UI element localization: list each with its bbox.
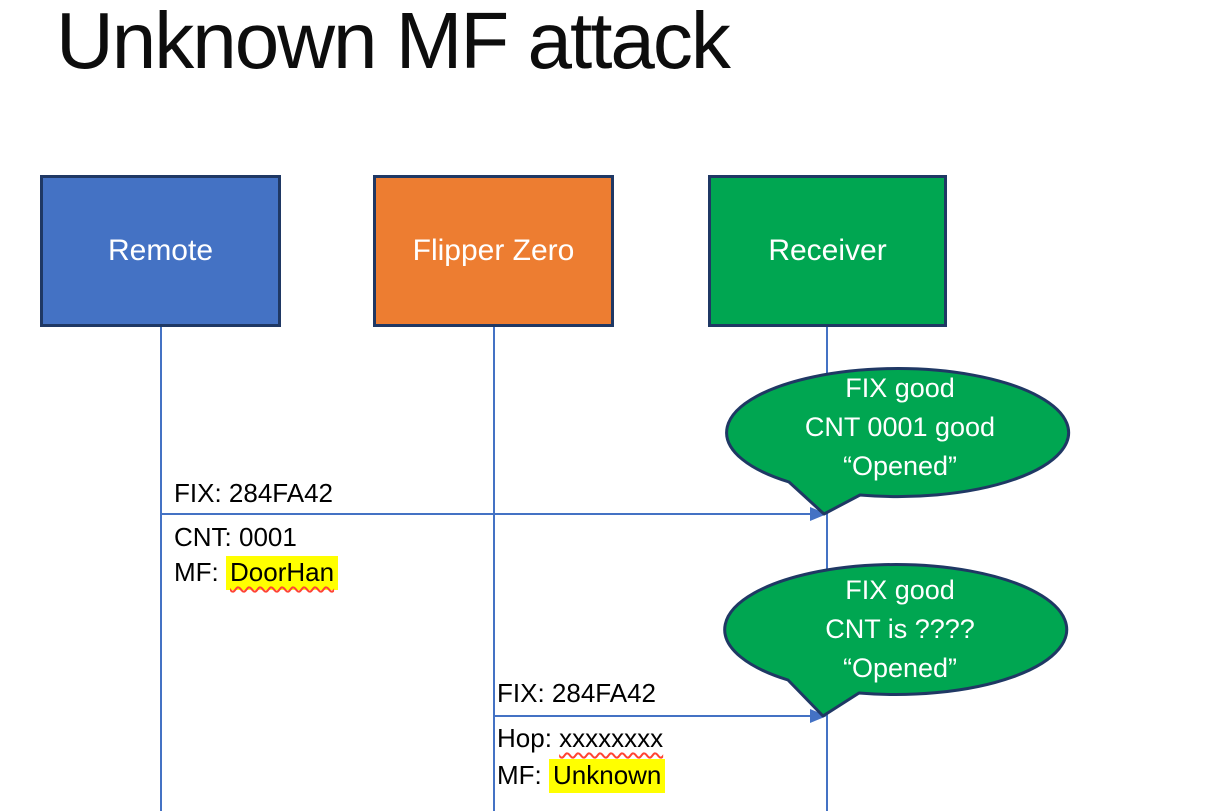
field-prefix: FIX: — [497, 678, 552, 708]
message1-line-cnt: CNT: 0001 — [174, 521, 297, 553]
field-value-highlighted: DoorHan — [226, 556, 339, 590]
message2-line-fix: FIX: 284FA42 — [497, 677, 656, 709]
actor-label-remote: Remote — [107, 234, 214, 267]
actor-box-remote: Remote — [40, 175, 281, 327]
lifeline-remote — [160, 327, 162, 811]
field-value: xxxxxxxx — [559, 723, 664, 753]
callout-line: “Opened” — [842, 451, 958, 481]
message2-line-mf: MF: Unknown — [497, 759, 666, 793]
callout-line: CNT is ???? — [825, 614, 975, 644]
field-prefix: Hop: — [497, 723, 560, 753]
actor-box-receiver: Receiver — [708, 175, 947, 327]
callout-line: FIX good — [845, 575, 955, 605]
actor-box-flipper-zero: Flipper Zero — [373, 175, 614, 327]
callout-line: FIX good — [845, 373, 955, 403]
speech-bubble-1 — [725, 367, 1071, 516]
callout-line: “Opened” — [842, 653, 958, 683]
field-prefix: MF: — [497, 760, 549, 790]
field-value: 284FA42 — [551, 678, 656, 708]
speech-bubble-2 — [723, 563, 1069, 718]
message2-line-hop: Hop: xxxxxxxx — [497, 722, 663, 754]
callout-line: CNT 0001 good — [804, 412, 996, 442]
message-arrow-remote-to-receiver — [161, 513, 811, 515]
speech-bubble-1-text: FIX good CNT 0001 good “Opened” — [760, 369, 1040, 486]
field-prefix: MF: — [174, 557, 226, 587]
message-arrow-flipper-to-receiver — [494, 715, 811, 717]
field-value-highlighted: Unknown — [549, 759, 666, 793]
field-prefix: FIX: — [174, 478, 229, 508]
actor-label-flipper-zero: Flipper Zero — [412, 234, 575, 267]
field-prefix: CNT: — [174, 522, 239, 552]
speech-bubble-2-text: FIX good CNT is ???? “Opened” — [760, 571, 1040, 688]
field-value: 284FA42 — [228, 478, 333, 508]
field-value: 0001 — [239, 522, 297, 552]
lifeline-flipper-zero — [493, 327, 495, 811]
message1-line-mf: MF: DoorHan — [174, 556, 339, 590]
page-title: Unknown MF attack — [56, 0, 731, 85]
message1-line-fix: FIX: 284FA42 — [174, 477, 333, 509]
actor-label-receiver: Receiver — [768, 234, 887, 267]
